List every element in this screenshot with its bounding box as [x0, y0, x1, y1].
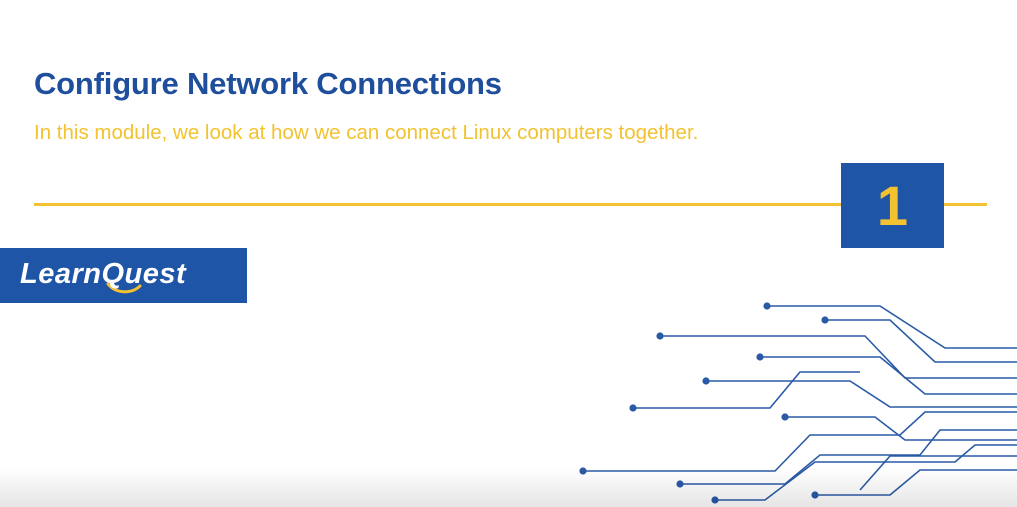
- module-number-badge: 1: [841, 163, 944, 248]
- divider-line: [34, 203, 987, 206]
- circuit-traces-icon: [579, 302, 1017, 504]
- brand-logo-background: [0, 248, 247, 303]
- module-number: 1: [876, 173, 909, 237]
- module-description: In this module, we look at how we can co…: [34, 121, 699, 144]
- page-title: Configure Network Connections: [34, 66, 502, 101]
- brand-logo-text: LearnQuest: [20, 258, 187, 290]
- brand-logo: LearnQuest: [0, 248, 247, 303]
